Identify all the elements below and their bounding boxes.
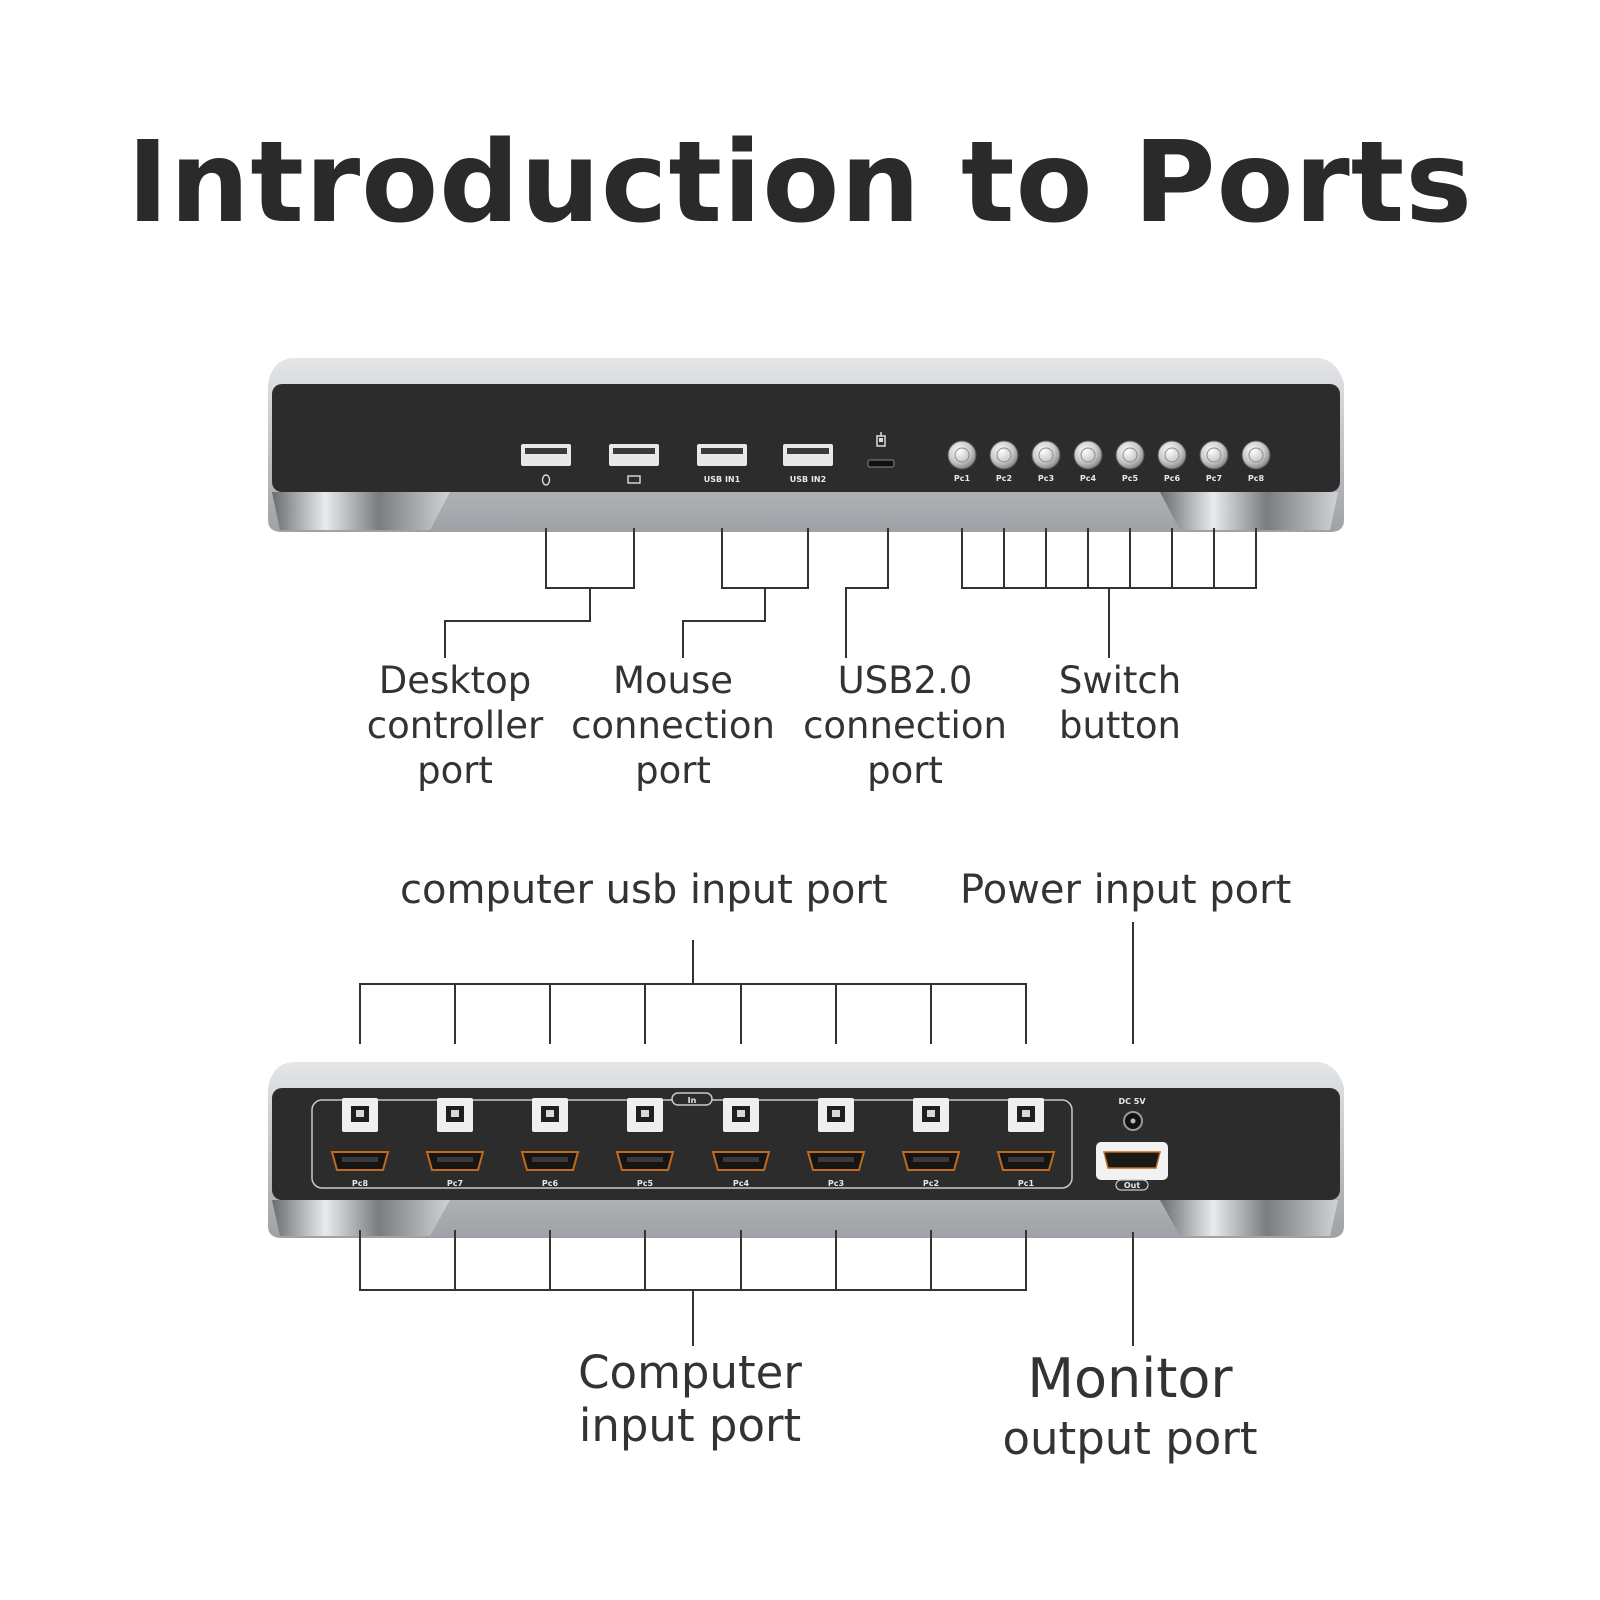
usb2-micro-port bbox=[867, 432, 895, 468]
switch-button-label: Switch button bbox=[1058, 659, 1182, 748]
pc-caption: Pc4 bbox=[733, 1179, 750, 1188]
switch-caption: Pc4 bbox=[1080, 474, 1097, 483]
usb-a-port-3: USB IN1 bbox=[697, 444, 747, 484]
dc-caption: DC 5V bbox=[1118, 1097, 1146, 1106]
usb2-connection-port-label: USB2.0 connection port bbox=[803, 659, 1007, 793]
pc-port-group-pc8: Pc8 bbox=[330, 1098, 390, 1188]
front-leader-lines bbox=[444, 528, 1257, 658]
page-title: Introduction to Ports bbox=[127, 118, 1473, 248]
usb-a-port-2 bbox=[609, 444, 659, 484]
mouse-connection-port-label: Mouse connection port bbox=[571, 659, 775, 793]
pc-port-group-pc2: Pc2 bbox=[901, 1098, 961, 1188]
rear-panel: In bbox=[268, 1062, 1344, 1238]
mouse-icon bbox=[541, 474, 551, 486]
usb-a-port-1 bbox=[521, 444, 571, 486]
switch-caption: Pc2 bbox=[996, 474, 1012, 483]
pc-port-group-pc5: Pc5 bbox=[615, 1098, 675, 1188]
power-and-output: DC 5V Out bbox=[1096, 1097, 1168, 1191]
pc-caption: Pc7 bbox=[447, 1179, 463, 1188]
pc-caption: Pc2 bbox=[923, 1179, 939, 1188]
switch-button-pc8[interactable]: Pc8 bbox=[1241, 440, 1271, 483]
switch-button-pc5[interactable]: Pc5 bbox=[1115, 440, 1145, 483]
pc-port-group-pc3: Pc3 bbox=[806, 1098, 866, 1188]
switch-caption: Pc1 bbox=[954, 474, 971, 483]
pc-caption: Pc8 bbox=[352, 1179, 369, 1188]
pc-caption: Pc5 bbox=[637, 1179, 654, 1188]
usb-port-caption: USB IN2 bbox=[790, 475, 826, 484]
rear-pc-ports: Pc8 Pc7 Pc6 Pc5 Pc4 Pc3 Pc2 Pc1 bbox=[330, 1098, 1056, 1188]
switch-caption: Pc7 bbox=[1206, 474, 1222, 483]
pc-port-group-pc6: Pc6 bbox=[520, 1098, 580, 1188]
usb-port-caption: USB IN1 bbox=[704, 475, 741, 484]
switch-caption: Pc3 bbox=[1038, 474, 1054, 483]
pc-port-group-pc1: Pc1 bbox=[996, 1098, 1056, 1188]
monitor-output-port-label: Monitor output port bbox=[1002, 1347, 1258, 1465]
out-caption: Out bbox=[1124, 1181, 1140, 1190]
pc-caption: Pc6 bbox=[542, 1179, 559, 1188]
in-caption: In bbox=[688, 1096, 697, 1105]
pc-port-group-pc4: Pc4 bbox=[711, 1098, 771, 1188]
pc-caption: Pc3 bbox=[828, 1179, 844, 1188]
switch-button-pc7[interactable]: Pc7 bbox=[1199, 440, 1229, 483]
power-input-port-label: Power input port bbox=[960, 867, 1292, 913]
rear-leader-lines bbox=[359, 922, 1134, 1346]
computer-input-port-label: Computer input port bbox=[578, 1346, 802, 1453]
usb-a-port-4: USB IN2 bbox=[783, 444, 833, 484]
switch-caption: Pc8 bbox=[1248, 474, 1265, 483]
switch-button-pc6[interactable]: Pc6 bbox=[1157, 440, 1187, 483]
switch-caption: Pc5 bbox=[1122, 474, 1139, 483]
switch-button-pc1[interactable]: Pc1 bbox=[947, 440, 977, 483]
pc-port-group-pc7: Pc7 bbox=[425, 1098, 485, 1188]
front-usb-ports: USB IN1 USB IN2 bbox=[521, 444, 833, 486]
switch-button-pc3[interactable]: Pc3 bbox=[1031, 440, 1061, 483]
switch-button-pc4[interactable]: Pc4 bbox=[1073, 440, 1103, 483]
computer-usb-input-port-label: computer usb input port bbox=[400, 867, 888, 913]
switch-caption: Pc6 bbox=[1164, 474, 1181, 483]
keyboard-icon bbox=[627, 475, 641, 484]
switch-button-pc2[interactable]: Pc2 bbox=[989, 440, 1019, 483]
switch-buttons: Pc1 Pc2 Pc3 Pc4 Pc5 Pc6 Pc7 Pc8 bbox=[947, 440, 1271, 483]
pc-caption: Pc1 bbox=[1018, 1179, 1035, 1188]
desktop-controller-port-label: Desktop controller port bbox=[366, 659, 544, 793]
